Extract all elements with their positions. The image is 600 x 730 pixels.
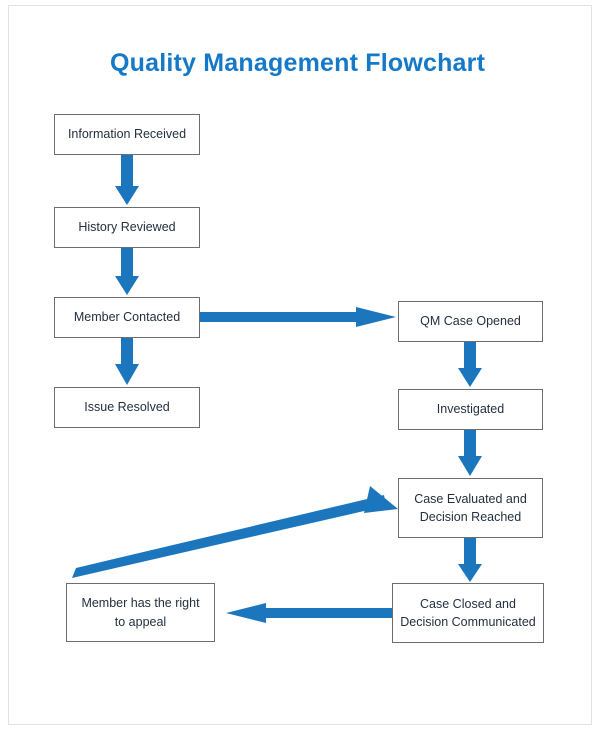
edge-member-contacted-to-qm-case-arrow	[200, 307, 396, 327]
node-member-contacted[interactable]: Member Contacted	[54, 297, 200, 338]
page-title: Quality Management Flowchart	[110, 49, 486, 77]
edge-case-closed-to-member-appeal-arrow	[226, 603, 392, 623]
node-history-reviewed[interactable]: History Reviewed	[54, 207, 200, 248]
node-case-closed[interactable]: Case Closed and Decision Communicated	[392, 583, 544, 643]
node-label: Information Received	[67, 127, 187, 142]
node-label: Member has the right to appeal	[81, 596, 200, 629]
node-label: History Reviewed	[78, 220, 176, 235]
node-label: Investigated	[436, 402, 505, 417]
node-label: Case Evaluated and Decision Reached	[414, 491, 527, 524]
node-issue-resolved[interactable]: Issue Resolved	[54, 387, 200, 428]
node-information-received[interactable]: Information Received	[54, 114, 200, 155]
edge-history-to-member-contacted-arrow	[115, 248, 139, 295]
edge-member-contacted-to-issue-resolved-arrow	[115, 338, 139, 385]
edge-investigated-to-case-evaluated-arrow	[458, 430, 482, 476]
edge-information-to-history-arrow	[115, 155, 139, 205]
node-label: Issue Resolved	[84, 400, 170, 415]
node-member-appeal[interactable]: Member has the right to appeal	[66, 583, 215, 642]
node-label: Member Contacted	[73, 310, 181, 325]
edge-case-evaluated-to-case-closed-arrow	[458, 538, 482, 582]
node-label: Case Closed and Decision Communicated	[400, 596, 536, 629]
node-case-evaluated[interactable]: Case Evaluated and Decision Reached	[398, 478, 543, 538]
node-investigated[interactable]: Investigated	[398, 389, 543, 430]
edge-member-appeal-to-case-evaluated-arrow	[72, 486, 398, 578]
edge-qm-case-to-investigated-arrow	[458, 342, 482, 387]
node-label: QM Case Opened	[420, 314, 521, 329]
node-qm-case-opened[interactable]: QM Case Opened	[398, 301, 543, 342]
